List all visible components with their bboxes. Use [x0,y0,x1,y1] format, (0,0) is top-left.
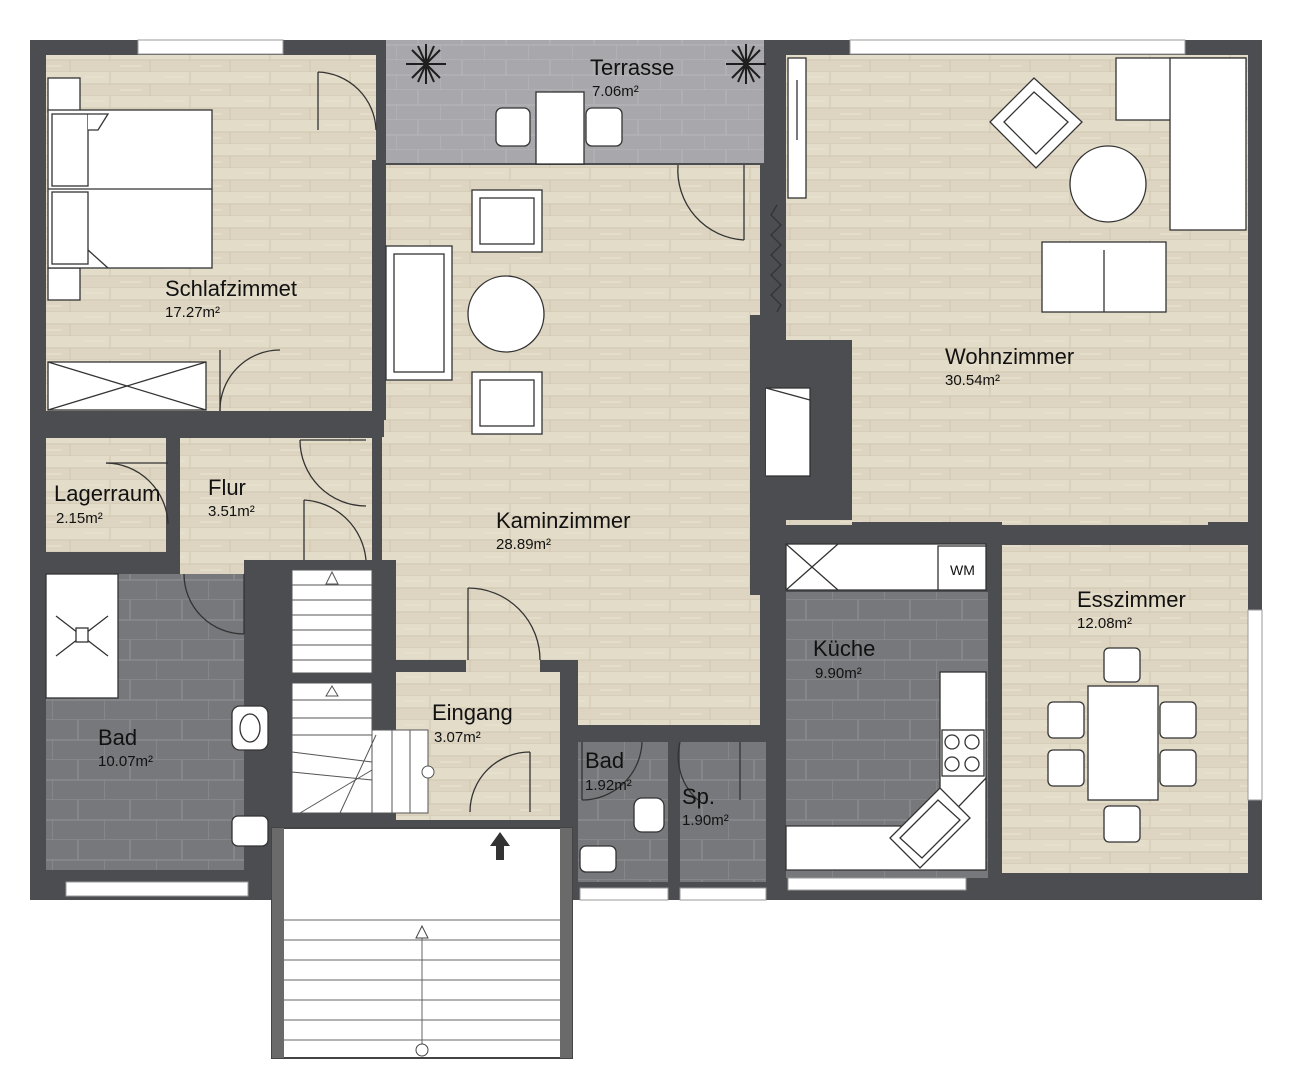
kaminzimmer-name: Kaminzimmer [496,508,630,533]
coffee-table [467,275,545,353]
schlafzimmer-area: 17.27m² [165,304,220,321]
bad-small-name: Bad [585,748,624,773]
terrasse-area: 7.06m² [592,83,639,100]
speisekammer-area: 1.90m² [682,812,729,829]
esszimmer-name: Esszimmer [1077,587,1186,612]
dining-chair [1103,805,1141,843]
dining-chair [1159,749,1197,787]
windows [65,39,1263,901]
furniture [45,57,1247,873]
kueche-name: Küche [813,636,875,661]
room-labels: Terrasse 7.06m² Schlafzimmet 17.27m² Woh… [54,55,1186,829]
bad-area: 10.07m² [98,753,153,770]
doors [105,71,782,813]
terrasse-name: Terrasse [590,55,674,80]
terrace-table [535,91,585,165]
washing-machine-label: WM [950,562,975,578]
flur-name: Flur [208,475,246,500]
flur-area: 3.51m² [208,503,255,520]
entrance-stairs [271,827,573,1059]
bad-small-area: 1.92m² [585,777,632,794]
dining-chair [1159,701,1197,739]
lagerraum-name: Lagerraum [54,481,160,506]
eingang-name: Eingang [432,700,513,725]
plant-icon [406,44,446,84]
interior-stairs [291,569,435,814]
plant-icon [726,44,766,84]
lagerraum-area: 2.15m² [56,510,103,527]
terrace-chair [585,107,623,147]
washbasin [633,797,665,833]
dining-table [1087,685,1159,801]
wohnzimmer-name: Wohnzimmer [945,344,1074,369]
kueche-area: 9.90m² [815,665,862,682]
dining-chair [1103,647,1141,683]
wohnzimmer-area: 30.54m² [945,372,1000,389]
schlafzimmer-name: Schlafzimmet [165,276,297,301]
nightstand [47,267,81,301]
nightstand [47,77,81,113]
washing-machine [937,545,987,591]
bad-name: Bad [98,725,137,750]
eingang-area: 3.07m² [434,729,481,746]
esszimmer-area: 12.08m² [1077,615,1132,632]
terrace-plants [406,44,766,84]
speisekammer-name: Sp. [682,784,715,809]
toilet [231,815,269,847]
dining-chair [1047,701,1085,739]
terrace-chair [495,107,531,147]
kaminzimmer-area: 28.89m² [496,536,551,553]
side-table [1069,145,1147,223]
toilet [579,845,617,873]
dining-chair [1047,749,1085,787]
